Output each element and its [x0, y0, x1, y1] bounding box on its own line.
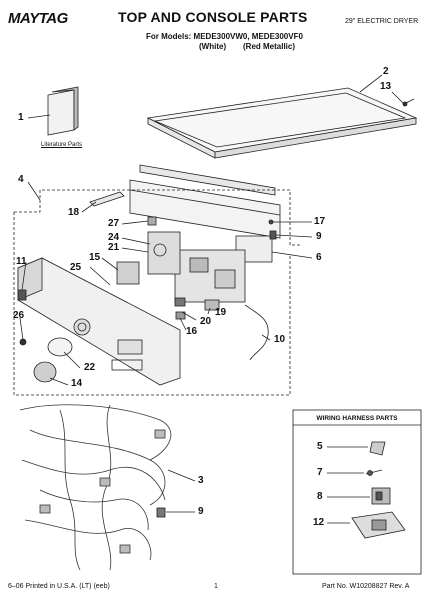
control-board [174, 249, 246, 303]
knob-22 [47, 337, 73, 357]
knob-14 [33, 361, 57, 383]
footer-print-info: 6–06 Printed in U.S.A. (LT) (eeb) [8, 583, 110, 590]
callout-21: 21 [108, 242, 120, 253]
light-11 [17, 289, 27, 301]
callout-6: 6 [316, 252, 322, 263]
push-switch-15 [116, 261, 140, 285]
wiring-part-8 [371, 487, 391, 505]
wiring-callout-12: 12 [313, 517, 325, 528]
footer-page-number: 1 [214, 583, 218, 590]
callout-3: 3 [198, 475, 204, 486]
wiring-part-5 [369, 441, 386, 456]
literature-booklet [47, 86, 79, 136]
wiring-part-7 [365, 469, 383, 476]
timer-module [147, 231, 181, 275]
callout-9-lower: 9 [198, 506, 204, 517]
main-wire-harness [19, 404, 172, 571]
wiring-callout-5: 5 [317, 441, 323, 452]
callout-19: 19 [215, 307, 227, 318]
harness-10 [244, 304, 269, 361]
wiring-callout-8: 8 [317, 491, 323, 502]
page-title: TOP AND CONSOLE PARTS [118, 9, 308, 25]
brand-logo: MAYTAG [8, 10, 68, 27]
connector-9-lower [156, 507, 166, 518]
callout-9-upper: 9 [316, 231, 322, 242]
variant-white: (White) [199, 42, 227, 51]
callout-4: 4 [18, 174, 24, 185]
callout-10: 10 [274, 334, 286, 345]
screw-17 [268, 219, 280, 225]
callout-11: 11 [16, 256, 27, 267]
footer-part-number: Part No. W10208827 Rev. A [322, 583, 410, 590]
wiring-part-12 [351, 511, 406, 539]
wiring-box-title: WIRING HARNESS PARTS [316, 415, 398, 422]
bracket-27 [147, 216, 157, 226]
wiring-callout-7: 7 [317, 467, 323, 478]
callout-2: 2 [383, 66, 389, 77]
callout-17: 17 [314, 216, 326, 227]
literature-parts-label: Literature Parts [41, 142, 83, 148]
top-panel [146, 87, 418, 159]
callout-15: 15 [89, 252, 101, 263]
small-parts [174, 297, 220, 320]
callout-20: 20 [200, 316, 212, 327]
callout-1: 1 [18, 112, 24, 123]
callout-22: 22 [84, 362, 96, 373]
models-line: For Models: MEDE300VW0, MEDE300VF0 [146, 32, 303, 41]
console-back-panel [129, 164, 281, 263]
callout-14: 14 [71, 378, 83, 389]
dryer-type: 29" ELECTRIC DRYER [345, 18, 419, 25]
callout-16: 16 [186, 326, 198, 337]
callout-18: 18 [68, 207, 80, 218]
callout-24: 24 [108, 232, 120, 243]
screw-13 [402, 98, 415, 107]
callout-13: 13 [380, 81, 392, 92]
variant-red: (Red Metallic) [243, 42, 296, 51]
callout-27: 27 [108, 218, 120, 229]
leader-lines [19, 74, 405, 513]
bracket-18 [89, 191, 125, 207]
screw-9-upper [269, 230, 277, 240]
callout-25: 25 [70, 262, 82, 273]
callout-26: 26 [13, 310, 25, 321]
